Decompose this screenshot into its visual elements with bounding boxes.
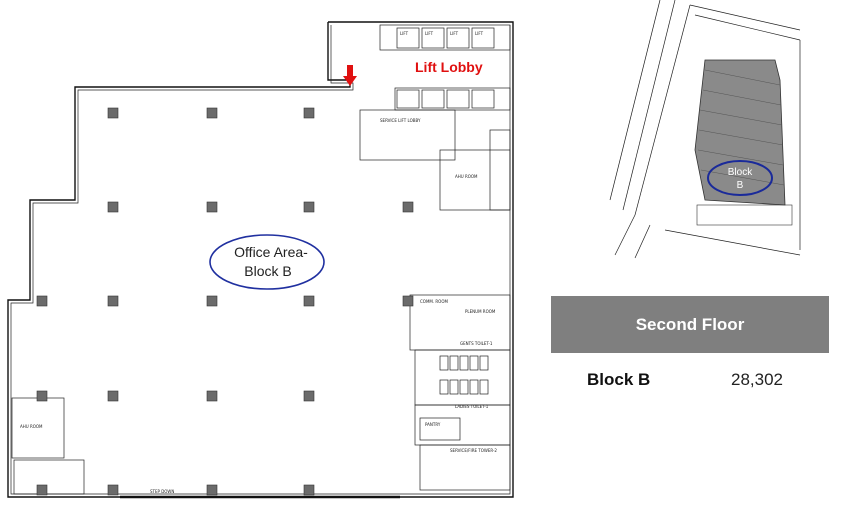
office-area-label-line1: Office Area- xyxy=(234,244,308,260)
lift-bank-bottom xyxy=(394,87,511,111)
office-area-label-line2: Block B xyxy=(244,263,291,279)
block-area: 28,302 xyxy=(731,370,783,389)
lift-label-1: LIFT xyxy=(400,31,409,36)
lift-label-3: LIFT xyxy=(450,31,459,36)
floor-label: Second Floor xyxy=(551,296,829,353)
block-label-line2: B xyxy=(737,180,744,191)
block-name: Block B xyxy=(587,370,651,389)
lift-bank-top: LIFT LIFT LIFT LIFT xyxy=(379,24,511,51)
lift-lobby-label: Lift Lobby xyxy=(415,59,483,75)
core-rooms: AHU ROOM SERVICE LIFT LOBBY COMM. ROOM P… xyxy=(11,109,511,499)
ahu-room-label: AHU ROOM xyxy=(455,174,478,179)
lift-label-2: LIFT xyxy=(425,31,434,36)
service-fire-label: SERVICE/FIRE TOWER-2 xyxy=(450,448,497,453)
area-row: Block B 28,302 xyxy=(551,366,829,396)
lift-label-4: LIFT xyxy=(475,31,484,36)
office-area-callout xyxy=(209,234,325,290)
ahu-room-2-label: AHU ROOM xyxy=(20,424,43,429)
gents-toilet-label: GENTS TOILET-1 xyxy=(460,341,493,346)
block-b-highlight xyxy=(707,160,773,196)
ladies-toilet-label: LADIES TOILET-1 xyxy=(455,404,489,409)
block-label-line1: Block xyxy=(728,167,753,178)
columns xyxy=(36,107,414,496)
comm-room-label: COMM. ROOM xyxy=(420,299,448,304)
pantry-label: PANTRY xyxy=(425,422,441,427)
toilet-cubicles xyxy=(439,355,489,395)
plenum-room-label: PLENUM ROOM xyxy=(465,309,496,314)
key-map: Block B xyxy=(605,0,805,262)
down-arrow-icon xyxy=(343,65,357,86)
floor-plan: LIFT LIFT LIFT LIFT AHU ROOM SERVICE LIF… xyxy=(7,21,514,499)
service-lift-label: SERVICE LIFT LOBBY xyxy=(380,118,421,123)
step-down-label: STEP DOWN xyxy=(150,489,174,494)
